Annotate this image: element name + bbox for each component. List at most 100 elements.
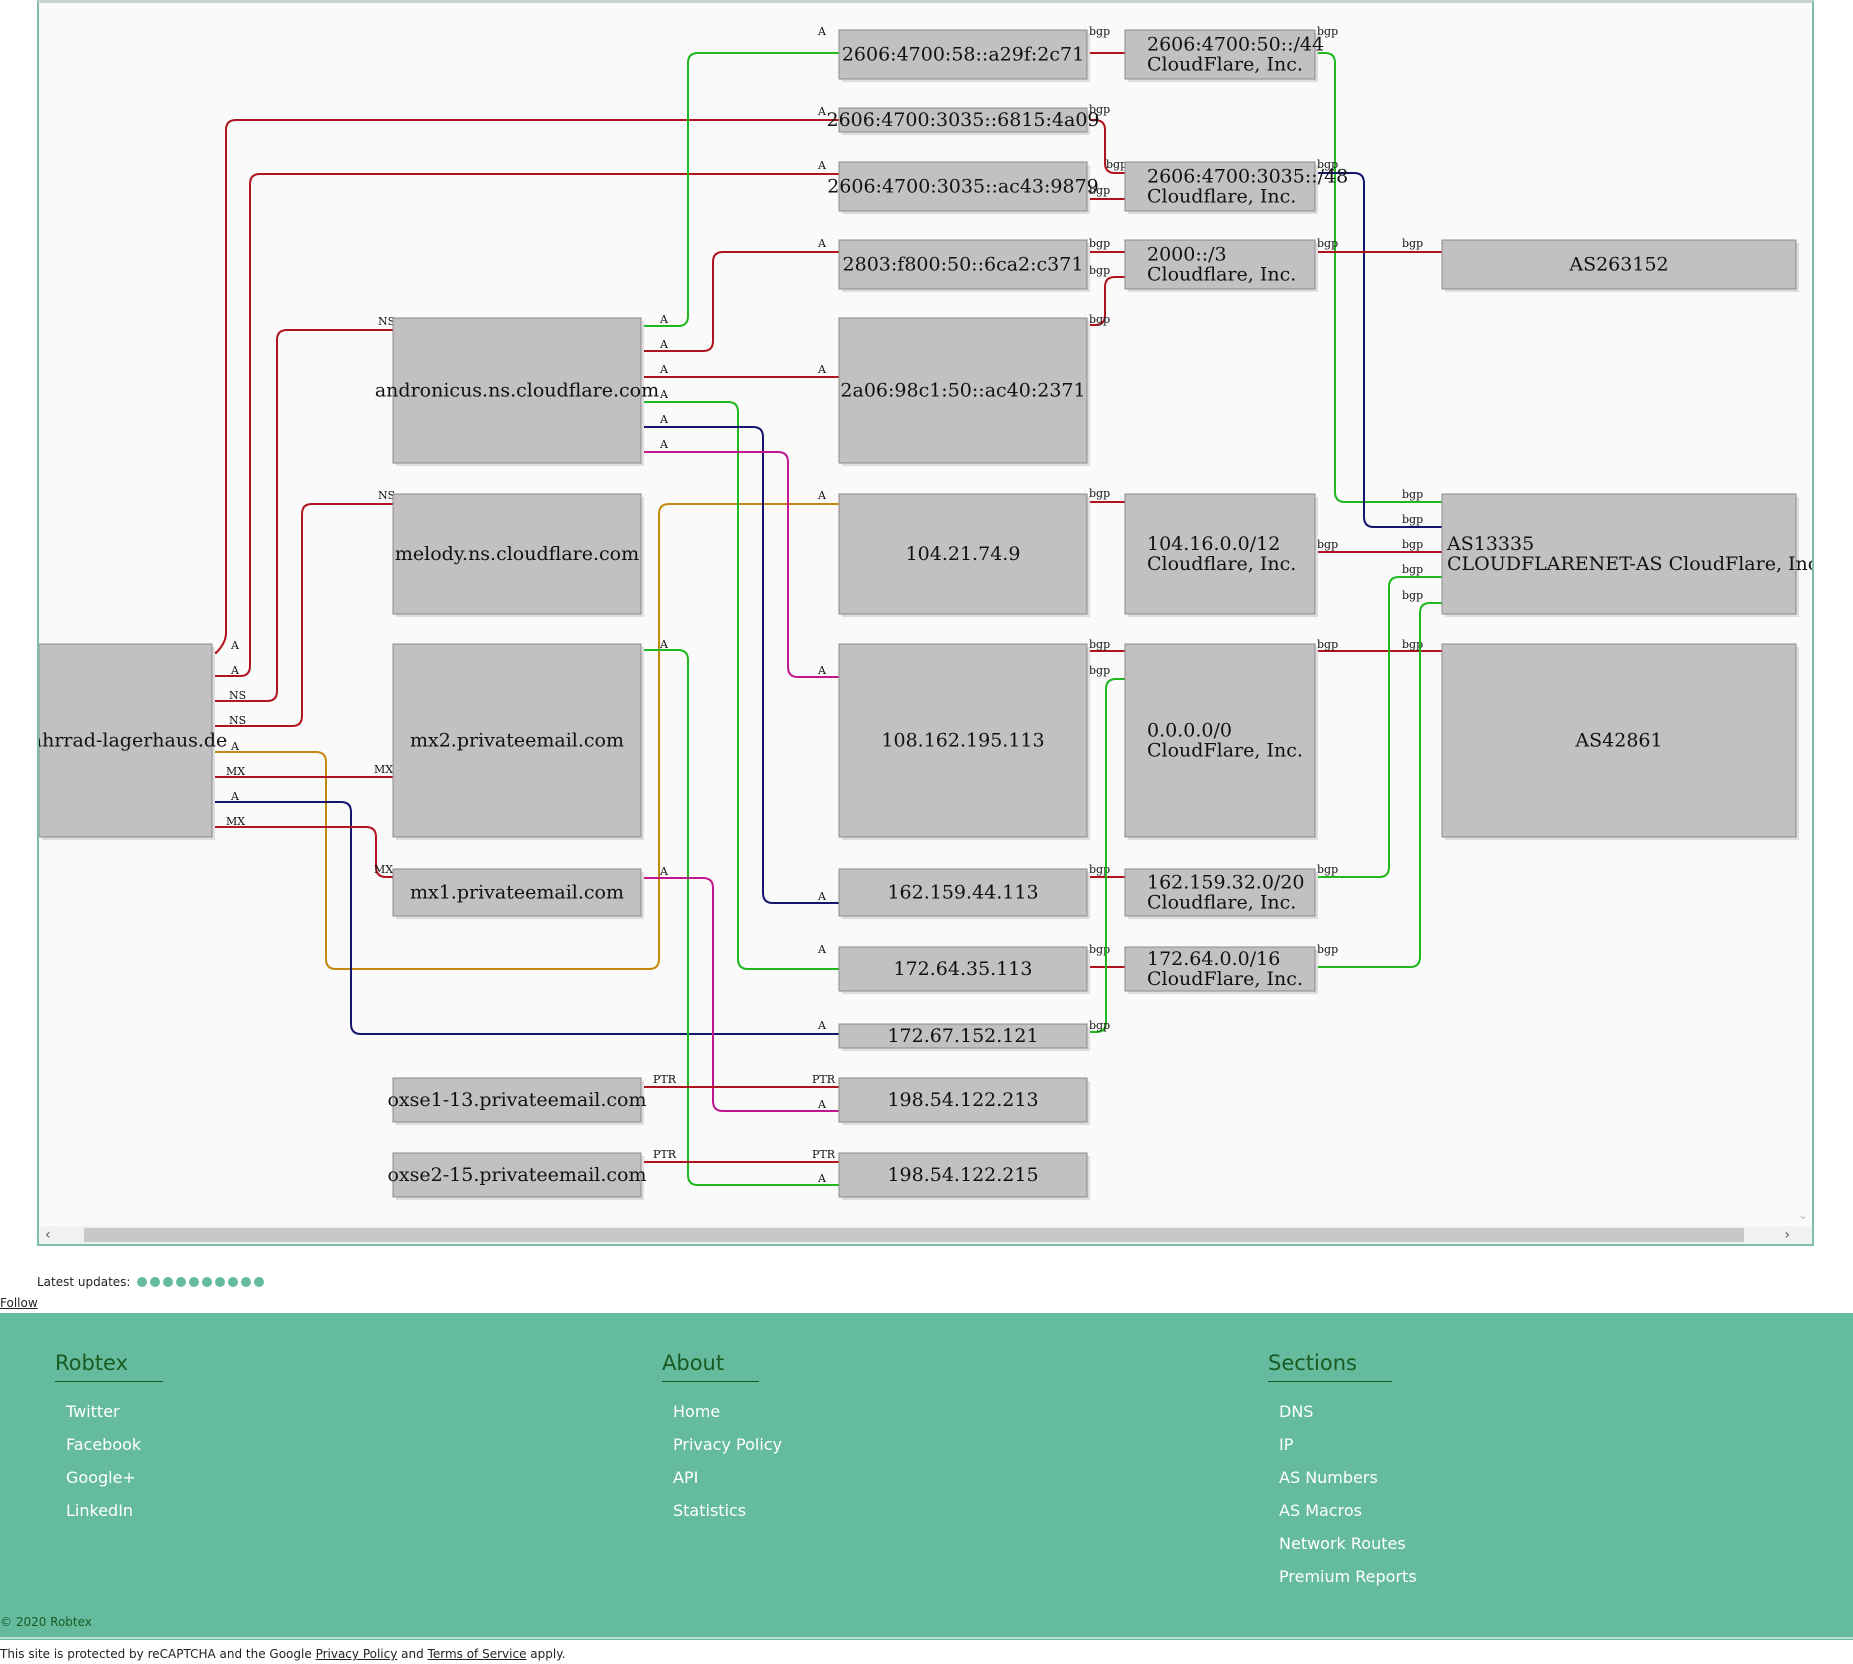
- graph-node-ip4d[interactable]: 172.64.35.113: [838, 946, 1090, 994]
- node-box[interactable]: [838, 239, 1088, 290]
- footer-link-facebook[interactable]: Facebook: [66, 1435, 142, 1454]
- update-dot[interactable]: [163, 1277, 174, 1287]
- update-dot[interactable]: [202, 1277, 213, 1287]
- graph-node-ip6c[interactable]: 2606:4700:3035::ac43:9879: [827, 161, 1099, 214]
- node-box[interactable]: [1124, 868, 1316, 917]
- graph-node-ip6e[interactable]: 2a06:98c1:50::ac40:2371: [838, 317, 1090, 466]
- google-privacy-link[interactable]: Privacy Policy: [315, 1647, 398, 1661]
- footer-link-googleplus[interactable]: Google+: [66, 1468, 136, 1487]
- node-box[interactable]: [1441, 643, 1797, 838]
- horizontal-scrollbar[interactable]: ‹ ›: [39, 1226, 1812, 1244]
- update-dot[interactable]: [176, 1277, 187, 1287]
- graph-node-mx1[interactable]: mx1.privateemail.com: [392, 868, 644, 919]
- footer-link-dns[interactable]: DNS: [1279, 1402, 1314, 1421]
- footer-link-network-routes[interactable]: Network Routes: [1279, 1534, 1406, 1553]
- update-dot[interactable]: [189, 1277, 200, 1287]
- node-box[interactable]: [392, 643, 642, 838]
- scrollbar-thumb[interactable]: [84, 1228, 1744, 1242]
- node-box[interactable]: [838, 29, 1088, 80]
- footer-link-as-macros[interactable]: AS Macros: [1279, 1501, 1362, 1520]
- edge-andronicus-ip4b-label-end: A: [817, 664, 827, 677]
- graph-node-oxse1[interactable]: oxse1-13.privateemail.com: [387, 1077, 647, 1125]
- update-dot[interactable]: [254, 1277, 265, 1287]
- graph-node-ip4c[interactable]: 162.159.44.113: [838, 868, 1090, 919]
- node-label: andronicus.ns.cloudflare.com: [375, 380, 659, 402]
- graph-node-ip6a[interactable]: 2606:4700:58::a29f:2c71: [838, 29, 1090, 82]
- node-box[interactable]: [838, 1152, 1088, 1198]
- footer-link-linkedin[interactable]: LinkedIn: [66, 1501, 134, 1520]
- scroll-right-arrow[interactable]: ›: [1784, 1227, 1790, 1243]
- footer-link-ip[interactable]: IP: [1279, 1435, 1294, 1454]
- node-box[interactable]: [838, 161, 1088, 212]
- graph-node-ip4b[interactable]: 108.162.195.113: [838, 643, 1090, 840]
- node-box[interactable]: [838, 107, 1088, 133]
- node-box[interactable]: [838, 643, 1088, 838]
- node-box[interactable]: [1124, 29, 1316, 80]
- graph-node-ip4f[interactable]: 198.54.122.213: [838, 1077, 1090, 1125]
- graph-node-ip4a[interactable]: 104.21.74.9: [838, 493, 1090, 617]
- graph-node-ip6b[interactable]: 2606:4700:3035::6815:4a09: [826, 107, 1100, 135]
- graph-node-mx2[interactable]: mx2.privateemail.com: [392, 643, 644, 840]
- edge-ip4d-net7-label-start: bgp: [1089, 943, 1110, 956]
- edge-andronicus-ip4d: [641, 401, 839, 970]
- footer-link-premium-reports[interactable]: Premium Reports: [1279, 1567, 1417, 1586]
- node-box[interactable]: [1441, 493, 1797, 615]
- footer-link-privacy-policy[interactable]: Privacy Policy: [673, 1435, 783, 1454]
- graph-node-ip6d[interactable]: 2803:f800:50::6ca2:c371: [838, 239, 1090, 292]
- edge-mx2-ip4g: [641, 649, 839, 1186]
- node-box[interactable]: [1124, 239, 1316, 290]
- graph-node-andronicus[interactable]: andronicus.ns.cloudflare.com: [375, 317, 659, 466]
- node-box[interactable]: [838, 493, 1088, 615]
- google-terms-link[interactable]: Terms of Service: [427, 1647, 527, 1661]
- graph-node-ip4g[interactable]: 198.54.122.215: [838, 1152, 1090, 1200]
- footer-link-twitter[interactable]: Twitter: [66, 1402, 120, 1421]
- graph-node-fahrrad[interactable]: fahrrad-lagerhaus.de: [39, 643, 227, 840]
- node-box[interactable]: [392, 1077, 642, 1123]
- scroll-down-arrow[interactable]: ⌄: [1797, 1208, 1808, 1222]
- node-box[interactable]: [392, 493, 642, 615]
- scroll-left-arrow[interactable]: ‹: [45, 1227, 51, 1243]
- node-box[interactable]: [1124, 493, 1316, 615]
- update-dot[interactable]: [241, 1277, 252, 1287]
- update-dot[interactable]: [137, 1277, 148, 1287]
- edge-net3-as1-label-end: bgp: [1402, 237, 1423, 250]
- node-box[interactable]: [392, 317, 642, 464]
- update-dot[interactable]: [228, 1277, 239, 1287]
- node-box[interactable]: [1124, 161, 1316, 212]
- graph-node-melody[interactable]: melody.ns.cloudflare.com: [392, 493, 644, 617]
- footer-link-api[interactable]: API: [673, 1468, 699, 1487]
- follow-link[interactable]: Follow: [0, 1296, 38, 1310]
- node-box[interactable]: [838, 1077, 1088, 1123]
- graph-node-as1[interactable]: AS263152: [1441, 239, 1799, 292]
- edge-ip6e-net3-label-end: bgp: [1089, 264, 1110, 277]
- node-box[interactable]: [392, 868, 642, 917]
- node-box[interactable]: [1124, 946, 1316, 992]
- graph-node-as3[interactable]: AS42861: [1441, 643, 1799, 840]
- node-box[interactable]: [838, 946, 1088, 992]
- update-dot[interactable]: [215, 1277, 226, 1287]
- footer-link-as-numbers[interactable]: AS Numbers: [1279, 1468, 1378, 1487]
- node-box[interactable]: [1441, 239, 1797, 290]
- node-box[interactable]: [1124, 643, 1316, 838]
- footer-link-home[interactable]: Home: [673, 1402, 721, 1421]
- footer-link-statistics[interactable]: Statistics: [673, 1501, 747, 1520]
- graph-node-oxse2[interactable]: oxse2-15.privateemail.com: [387, 1152, 647, 1200]
- node-box[interactable]: [392, 1152, 642, 1198]
- update-dot[interactable]: [150, 1277, 161, 1287]
- node-box[interactable]: [838, 1023, 1088, 1049]
- graph-node-ip4e[interactable]: 172.67.152.121: [838, 1023, 1090, 1051]
- node-box[interactable]: [838, 317, 1088, 464]
- node-label: Cloudflare, Inc.: [1147, 186, 1296, 208]
- node-box[interactable]: [838, 868, 1088, 917]
- node-box[interactable]: [39, 643, 213, 838]
- node-label: 104.21.74.9: [906, 543, 1021, 565]
